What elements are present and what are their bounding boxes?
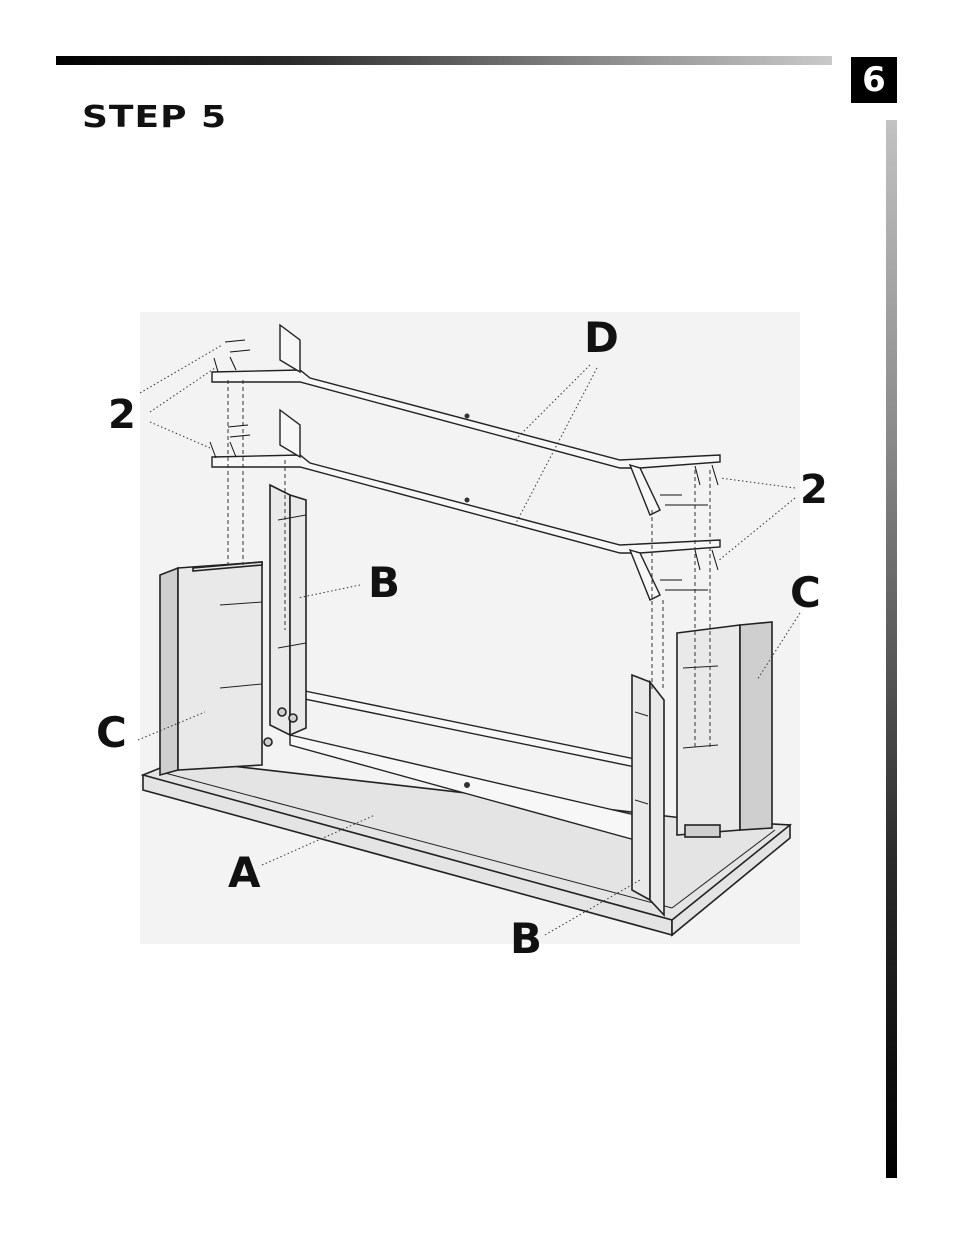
part-label-c-left: C [96,708,127,757]
screws-left [210,340,250,458]
screws-right [660,465,718,590]
part-label-d: D [584,313,619,362]
side-panel-c-right [677,622,772,835]
quantity-label-right: 2 [800,467,828,513]
part-label-c-right: C [790,568,821,617]
part-label-a: A [228,848,261,897]
part-label-b-right: B [510,914,542,963]
part-label-b-left: B [368,558,400,607]
quantity-label-left: 2 [108,392,136,438]
side-panel-c-left [160,562,262,775]
